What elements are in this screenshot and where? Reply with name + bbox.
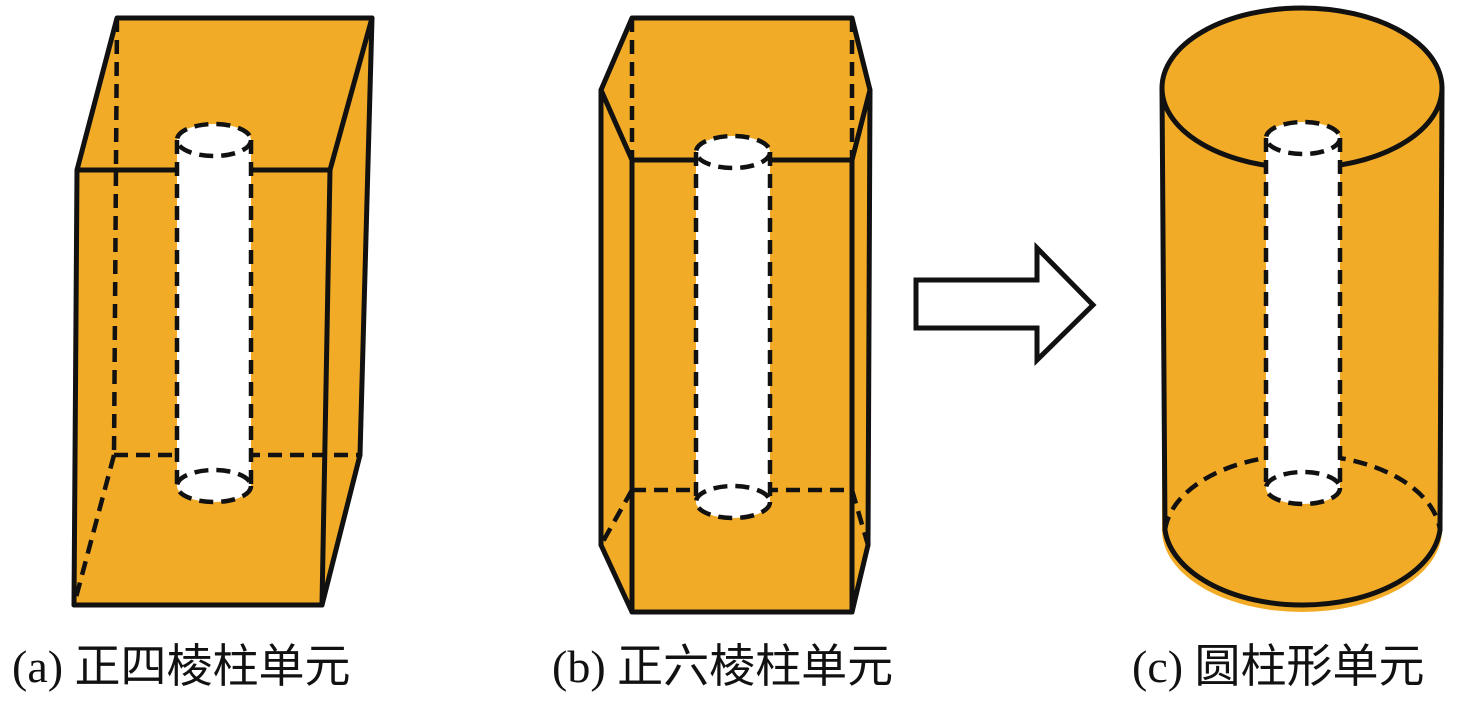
square-prism-visible-edges [71,15,375,608]
hexagonal-prism-unit [598,15,873,615]
hex-prism-top-face [601,18,870,160]
square-prism-center-hole [174,121,254,505]
hex-prism-visible-edges [598,15,873,615]
hex-prism-center-hole [693,133,773,521]
caption-hexagonal-prism: (b) 正六棱柱单元 [552,641,894,692]
cylinder-top-face [1162,8,1442,168]
cylinder-center-hole [1263,119,1343,507]
caption-square-prism: (a) 正四棱柱单元 [12,641,351,692]
cylinder-edges [1159,5,1445,608]
caption-cylinder: (c) 圆柱形单元 [1132,641,1425,692]
hex-prism-right-face [852,90,870,612]
square-prism-side-face [322,18,372,605]
cylinder-bottom-hidden-edge [1162,452,1443,531]
transform-arrow-icon [913,241,1097,366]
square-prism-top-face [77,18,372,170]
hex-prism-left-face [601,90,632,612]
cylinder-unit [1159,5,1445,612]
square-prism-unit [71,15,375,608]
